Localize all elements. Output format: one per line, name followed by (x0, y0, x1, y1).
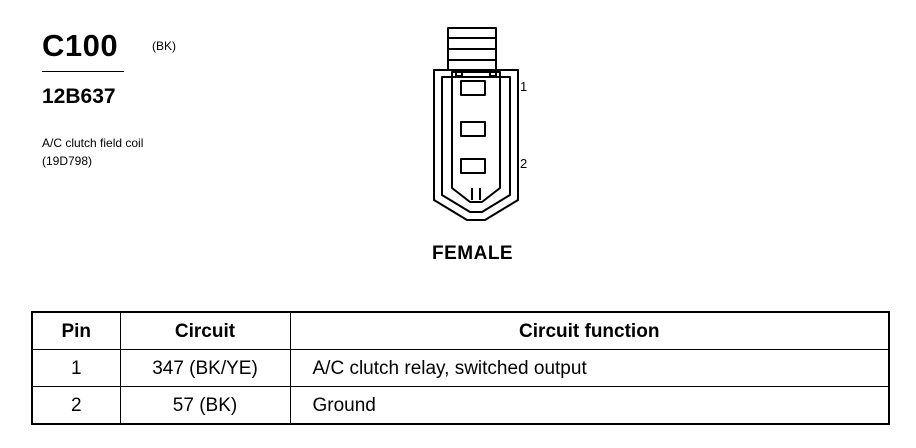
connector-id-underline (42, 71, 124, 72)
connector-gender: FEMALE (432, 243, 514, 264)
cell-pin: 2 (31, 386, 121, 425)
table-row: 1 347 (BK/YE) A/C clutch relay, switched… (31, 349, 890, 387)
terminal-cavity-1 (460, 80, 486, 96)
connector-latch (447, 27, 497, 75)
cell-pin: 1 (31, 349, 121, 387)
cell-circuit-function: Ground (289, 386, 890, 425)
cell-circuit: 347 (BK/YE) (119, 349, 291, 387)
terminal-cavity-blank (460, 121, 486, 137)
terminal-cavity-2 (460, 158, 486, 174)
table-header-row: Pin Circuit Circuit function (31, 311, 890, 350)
description-ref: (19D798) (42, 154, 93, 168)
header-circuit-function: Circuit function (289, 311, 890, 350)
housing-notch (455, 69, 463, 77)
header-pin: Pin (31, 311, 121, 350)
connector-outer-housing (433, 69, 519, 221)
cell-circuit: 57 (BK) (119, 386, 291, 425)
pin-table: Pin Circuit Circuit function 1 347 (BK/Y… (31, 311, 890, 425)
female-connector-drawing (433, 27, 519, 221)
pin-label-2: 2 (520, 156, 528, 171)
header-circuit: Circuit (119, 311, 291, 350)
part-number: 12B637 (42, 85, 116, 108)
housing-notch (489, 69, 497, 77)
connector-description: A/C clutch field coil (19D798) (42, 134, 143, 170)
cell-circuit-function: A/C clutch relay, switched output (289, 349, 890, 387)
connector-inner-housing (441, 76, 511, 213)
connector-color: (BK) (152, 39, 176, 53)
terminal-body (451, 71, 501, 203)
connector-id: C100 (42, 28, 119, 63)
table-row: 2 57 (BK) Ground (31, 386, 890, 425)
pin-label-1: 1 (520, 79, 528, 94)
description-text: A/C clutch field coil (42, 136, 144, 150)
